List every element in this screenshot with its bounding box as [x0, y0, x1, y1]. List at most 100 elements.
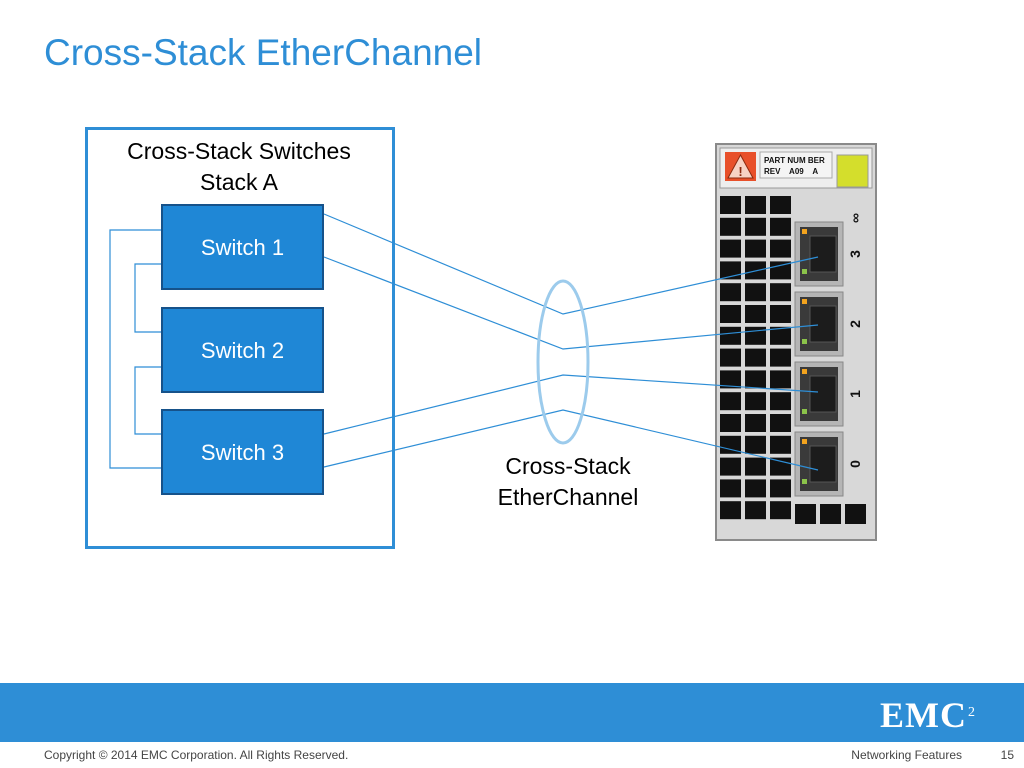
link-led [802, 229, 807, 234]
vent-slot [770, 479, 791, 498]
port-socket [809, 375, 837, 413]
vent-slot [770, 370, 791, 389]
activity-led [802, 409, 807, 414]
vent-slot [745, 370, 766, 389]
vent-slot [745, 305, 766, 323]
port-number-label: 0 [847, 460, 863, 468]
vent-slot [720, 283, 741, 302]
rj45-port-1: 1 [794, 361, 863, 427]
switch-2-label: Switch 2 [200, 338, 285, 363]
vent-slot [745, 414, 766, 432]
stack-a-container [85, 127, 395, 549]
vent-slot [845, 504, 866, 524]
vent-slot [745, 326, 766, 345]
rj45-ports: 3 2 1 0 [794, 221, 863, 497]
vent-slot [770, 305, 791, 323]
vent-slot [745, 457, 766, 476]
page-number: 15 [1000, 748, 1014, 762]
slide-title: Cross-Stack EtherChannel [44, 32, 483, 73]
stack-cables [109, 229, 161, 469]
link-switch1-port2 [323, 256, 819, 350]
vent-slot [720, 348, 741, 367]
vent-slot [770, 217, 791, 236]
vent-slot [770, 435, 791, 454]
vent-slot [720, 414, 741, 432]
link-switch3-port1 [323, 374, 819, 435]
switch-2: Switch 2 [161, 307, 324, 393]
vent-slot [770, 239, 791, 258]
vent-slot [720, 479, 741, 498]
link-switch3-port0 [323, 409, 819, 471]
vent-slot [720, 435, 741, 454]
vent-slot [745, 479, 766, 498]
vent-slot [770, 457, 791, 476]
stack-heading-line1: Cross-Stack Switches [127, 138, 351, 164]
port-number-label: 1 [847, 390, 863, 398]
link-led [802, 299, 807, 304]
vent-slot [720, 457, 741, 476]
link-led [802, 439, 807, 444]
vent-slot [770, 348, 791, 367]
channel-links [323, 213, 819, 471]
vent-slot [745, 392, 766, 411]
vent-slot [720, 392, 741, 411]
vent-slot [720, 305, 741, 323]
vent-slot [720, 196, 741, 214]
footer-band [0, 683, 1024, 742]
rj45-port-2: 2 [794, 291, 863, 357]
stack-heading: Cross-Stack Switches Stack A [95, 136, 383, 198]
vent-slot [770, 283, 791, 302]
stack-cable-outer [109, 229, 161, 469]
section-title: Networking Features [851, 748, 962, 762]
link-led [802, 369, 807, 374]
vent-slot [745, 196, 766, 214]
stack-heading-line2: Stack A [200, 169, 278, 195]
part-label-line1: PART NUM BER [764, 156, 825, 165]
vent-slot [745, 217, 766, 236]
vent-slot [770, 196, 791, 214]
link-switch1-port3 [323, 213, 819, 315]
etherchannel-label-line1: Cross-Stack [505, 453, 631, 479]
link-icon: ∞ [847, 213, 863, 223]
vent-slot [770, 414, 791, 432]
vent-slot [820, 504, 841, 524]
vent-slot [745, 283, 766, 302]
stack-cable-2-3 [134, 366, 161, 435]
vent-grid [720, 196, 866, 524]
logo-text: EMC [880, 695, 967, 735]
switch-3-label: Switch 3 [200, 440, 285, 465]
vent-slot [770, 392, 791, 411]
status-sticker [836, 154, 869, 188]
part-label-line2: REV A09 A [764, 167, 818, 176]
activity-led [802, 339, 807, 344]
vent-slot [720, 370, 741, 389]
port-number-label: 2 [847, 320, 863, 328]
vent-slot [720, 239, 741, 258]
switch-1: Switch 1 [161, 204, 324, 290]
vent-slot [770, 326, 791, 345]
vent-slot [795, 504, 816, 524]
vent-slot [745, 239, 766, 258]
vent-slot [770, 261, 791, 280]
vent-slot [745, 348, 766, 367]
vent-slot [720, 217, 741, 236]
activity-led [802, 269, 807, 274]
etherchannel-label-line2: EtherChannel [497, 484, 639, 510]
etherchannel-ellipse [536, 279, 590, 445]
vent-slot [745, 435, 766, 454]
rj45-port-3: 3 [794, 221, 863, 287]
warning-icon [727, 153, 754, 179]
port-number-label: 3 [847, 250, 863, 258]
port-socket [809, 445, 837, 483]
logo-super: 2 [968, 705, 976, 720]
emc-logo: EMC2 [880, 695, 976, 735]
switch-3: Switch 3 [161, 409, 324, 495]
part-number-sticker [759, 151, 833, 179]
activity-led [802, 479, 807, 484]
port-socket [809, 235, 837, 273]
vent-slot [745, 501, 766, 520]
vent-slot [720, 326, 741, 345]
rj45-port-0: 0 [794, 431, 863, 497]
